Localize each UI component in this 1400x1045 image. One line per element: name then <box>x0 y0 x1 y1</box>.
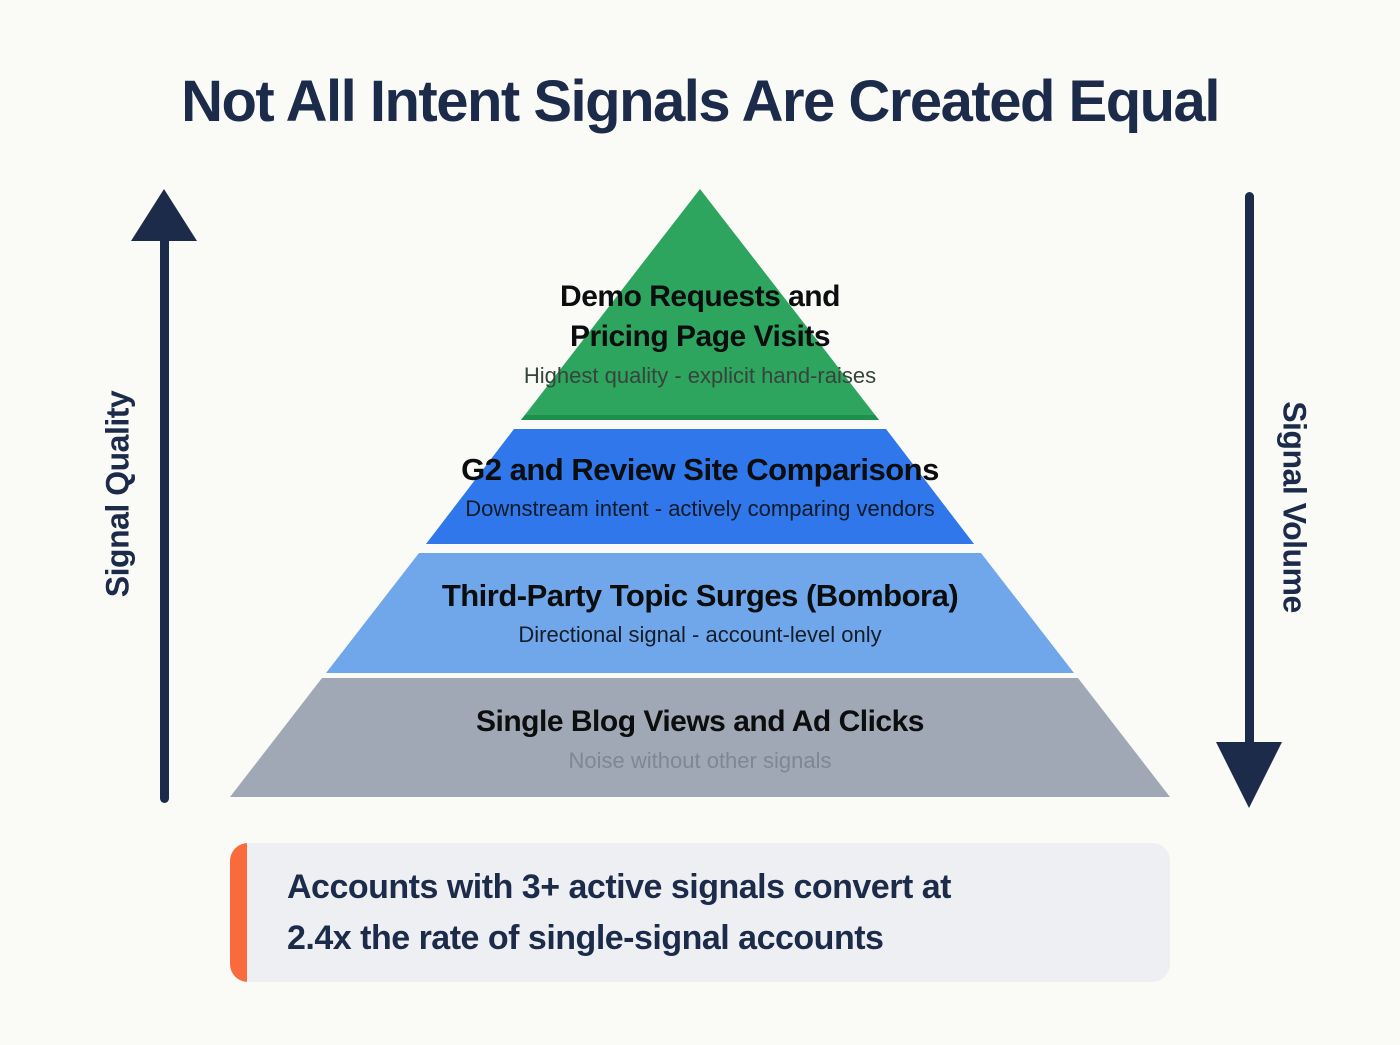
tier-2-subtitle: Downstream intent - actively comparing v… <box>465 496 935 521</box>
tier-3-shape-topic-surges <box>326 553 1074 673</box>
arrow-up-icon <box>131 189 197 241</box>
intent-signal-pyramid: Demo Requests and Pricing Page Visits Hi… <box>230 189 1170 797</box>
tier-2-text: G2 and Review Site Comparisons Downstrea… <box>230 451 1170 524</box>
callout-card: Accounts with 3+ active signals convert … <box>230 843 1170 982</box>
tier-1-title: Demo Requests and Pricing Page Visits <box>560 280 840 353</box>
signal-volume-arrow-line <box>1245 192 1254 747</box>
signal-quality-label: Signal Quality <box>99 390 136 598</box>
tier-3-text: Third-Party Topic Surges (Bombora) Direc… <box>230 577 1170 650</box>
page-title: Not All Intent Signals Are Created Equal <box>181 69 1220 134</box>
arrow-down-icon <box>1216 742 1282 808</box>
signal-volume-label: Signal Volume <box>1276 401 1313 613</box>
tier-1-text: Demo Requests and Pricing Page Visits Hi… <box>230 277 1170 391</box>
tier-3-subtitle: Directional signal - account-level only <box>518 622 882 647</box>
callout-text: Accounts with 3+ active signals convert … <box>287 862 951 964</box>
tier-4-subtitle: Noise without other signals <box>568 748 832 773</box>
tier-4-text: Single Blog Views and Ad Clicks Noise wi… <box>230 703 1170 776</box>
tier-4-shape-blog-views <box>230 678 1170 797</box>
tier-2-shape-review-sites <box>426 429 974 544</box>
callout-text-line1: Accounts with 3+ active signals convert … <box>287 867 951 906</box>
signal-quality-arrow-line <box>160 236 169 803</box>
callout-text-line2: 2.4x the rate of single-signal accounts <box>287 918 884 957</box>
callout-accent-bar <box>230 843 247 982</box>
tier-3-title: Third-Party Topic Surges (Bombora) <box>441 578 959 613</box>
tier-1-subtitle: Highest quality - explicit hand-raises <box>523 363 877 388</box>
tier-1-bottom-edge <box>521 415 879 420</box>
tier-4-title: Single Blog Views and Ad Clicks <box>476 705 924 738</box>
tier-2-title: G2 and Review Site Comparisons <box>461 452 939 487</box>
